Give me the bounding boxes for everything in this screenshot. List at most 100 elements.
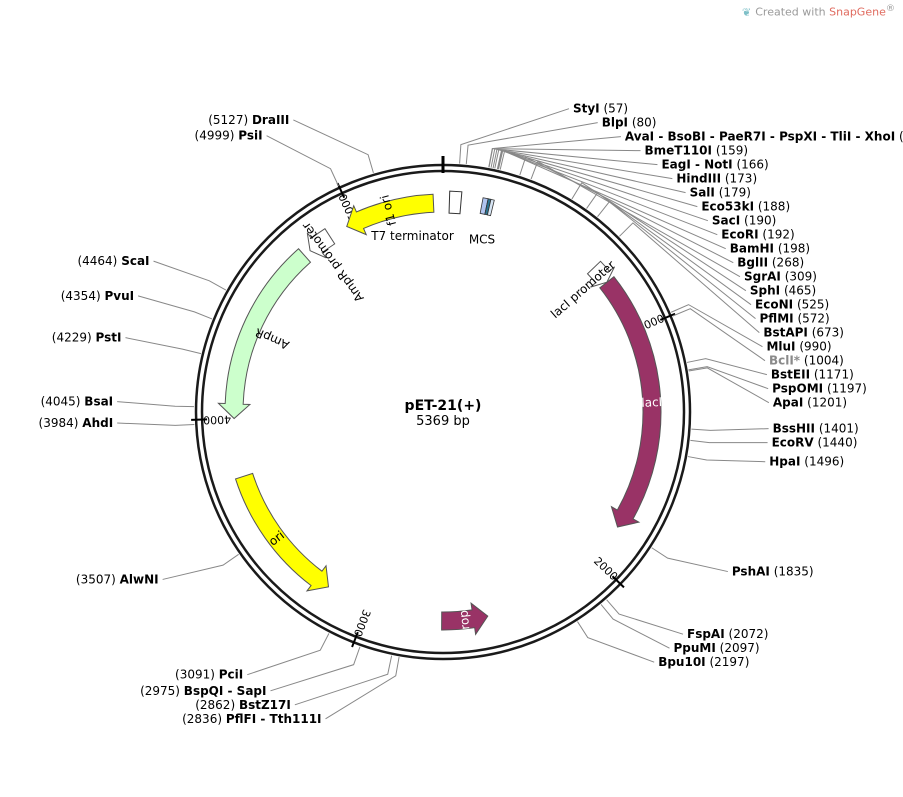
- site-pvui-leader: [137, 295, 213, 320]
- feature-rop-arrow[interactable]: [441, 602, 489, 636]
- site-ecori[interactable]: EcoRI (192): [497, 150, 795, 242]
- site-position: (2836): [182, 712, 222, 726]
- site-ecori-leader: [497, 150, 718, 236]
- site-psii-label: (4999) PsiI: [195, 129, 263, 143]
- site-bamhi[interactable]: BamHI (198): [499, 150, 810, 256]
- feature-ampr[interactable]: AmpR: [217, 248, 312, 420]
- site-bmet110i[interactable]: BmeT110I (159): [488, 144, 748, 168]
- site-bglii[interactable]: BglII (268): [519, 156, 804, 270]
- site-pshai[interactable]: PshAI (1835): [651, 547, 814, 579]
- site-hpai[interactable]: HpaI (1496): [687, 455, 844, 469]
- site-bsai[interactable]: (4045) BsaI: [41, 395, 195, 409]
- site-name: BstEII: [771, 368, 810, 382]
- site-name: PshAI: [732, 565, 770, 579]
- site-ppumi[interactable]: PpuMI (2097): [600, 604, 760, 655]
- feature-laci-label: lacI: [641, 395, 662, 410]
- site-position: (192): [762, 228, 794, 242]
- site-eagi-noti-label: EagI - NotI (166): [661, 158, 768, 172]
- site-bpu10i[interactable]: Bpu10I (2197): [577, 621, 749, 670]
- site-bglii-label: BglII (268): [737, 256, 804, 270]
- site-styi[interactable]: StyI (57): [459, 102, 629, 164]
- site-tth111i-label: (2836) PflFI - Tth111I: [182, 712, 321, 726]
- site-name: BspQI - SapI: [184, 684, 267, 698]
- site-bstapi[interactable]: BstAPI (673): [619, 222, 844, 340]
- feature-laci-arrow[interactable]: [599, 275, 662, 528]
- site-bpu10i-label: Bpu10I (2197): [658, 655, 749, 669]
- site-sphi[interactable]: SphI (465): [571, 182, 816, 298]
- site-ahdi[interactable]: (3984) AhdI: [39, 416, 195, 430]
- site-draiii[interactable]: (5127) DraIII: [208, 113, 374, 174]
- site-scai[interactable]: (4464) ScaI: [77, 254, 227, 291]
- feature-ori[interactable]: ori: [234, 472, 330, 592]
- site-apai[interactable]: ApaI (1201): [688, 367, 847, 410]
- site-psii[interactable]: (4999) PsiI: [195, 129, 339, 187]
- site-styi-label: StyI (57): [573, 102, 628, 116]
- site-name: Bpu10I: [658, 655, 705, 669]
- site-position: (673): [812, 326, 844, 340]
- site-mlui[interactable]: MluI (990): [670, 304, 832, 354]
- site-bstz17i[interactable]: (2862) BstZ17I: [195, 655, 393, 712]
- watermark-brand: SnapGene: [829, 5, 886, 19]
- site-bsteii[interactable]: BstEII (1171): [686, 358, 854, 382]
- site-psti-leader: [125, 337, 202, 355]
- feature-laci-promoter-arrow[interactable]: [586, 260, 615, 288]
- site-bsshii[interactable]: BssHII (1401): [691, 422, 859, 436]
- feature-t7-terminator[interactable]: T7 terminator: [370, 190, 463, 243]
- tick-label-4000: 4000: [203, 413, 231, 427]
- site-hindiii-label: HindIII (173): [676, 172, 757, 186]
- feature-t7-terminator-box[interactable]: [448, 190, 463, 215]
- site-psti[interactable]: (4229) PstI: [52, 331, 202, 355]
- site-position: (465): [784, 284, 816, 298]
- site-position: (188): [758, 200, 790, 214]
- feature-ori-arrow[interactable]: [234, 472, 330, 592]
- site-position: (57): [603, 102, 628, 116]
- feature-mcs[interactable]: MCS: [469, 197, 495, 247]
- feature-rop[interactable]: rop: [441, 602, 489, 636]
- site-position: (1201): [807, 396, 847, 410]
- site-bcli[interactable]: BclI* (1004): [672, 308, 844, 368]
- site-position: (1440): [817, 436, 857, 450]
- feature-f1-ori[interactable]: f1 ori: [346, 193, 435, 236]
- site-eco53ki[interactable]: Eco53kI (188): [496, 149, 790, 214]
- site-saci[interactable]: SacI (190): [497, 149, 776, 228]
- site-alwni[interactable]: (3507) AlwNI: [76, 553, 239, 586]
- feature-f1-ori-arrow[interactable]: [346, 193, 435, 236]
- site-fspai[interactable]: FspAI (2072): [606, 599, 769, 641]
- site-name: PspOMI: [772, 382, 823, 396]
- site-position: (3091): [175, 668, 215, 682]
- feature-ampr-promoter-arrow[interactable]: [306, 228, 336, 259]
- site-ecorv[interactable]: EcoRV (1440): [690, 436, 857, 450]
- site-name: BmeT110I: [645, 144, 713, 158]
- site-name: SalI: [690, 186, 715, 200]
- site-alwni-leader: [162, 553, 239, 580]
- site-pflmi[interactable]: PflMI (572): [597, 201, 830, 326]
- site-ahdi-label: (3984) AhdI: [39, 416, 114, 430]
- site-name: PsiI: [238, 129, 262, 143]
- site-bsai-leader: [117, 401, 195, 408]
- site-econi[interactable]: EcoNI (525): [586, 192, 830, 312]
- site-blpi[interactable]: BlpI (80): [465, 116, 656, 165]
- site-saci-label: SacI (190): [712, 214, 776, 228]
- site-eagi-noti[interactable]: EagI - NotI (166): [490, 148, 769, 172]
- site-position: (190): [744, 214, 776, 228]
- feature-ampr-arrow[interactable]: [217, 248, 312, 420]
- site-tth111i[interactable]: (2836) PflFI - Tth111I: [182, 657, 400, 726]
- site-sgrai[interactable]: SgrAI (309): [530, 160, 817, 284]
- site-position: (158): [899, 130, 903, 144]
- feature-laci[interactable]: lacI: [599, 275, 663, 528]
- site-hindiii[interactable]: HindIII (173): [492, 148, 757, 186]
- site-pvui[interactable]: (4354) PvuI: [61, 289, 213, 320]
- site-sali-leader: [494, 149, 686, 194]
- tick-2000: [611, 575, 625, 589]
- site-tth111i-leader: [325, 657, 400, 720]
- site-name: AlwNI: [120, 572, 159, 586]
- site-pspomi[interactable]: PspOMI (1197): [688, 366, 867, 396]
- site-name: ScaI: [121, 254, 149, 268]
- site-bspqi-sapi[interactable]: (2975) BspQI - SapI: [140, 646, 361, 698]
- site-pcii[interactable]: (3091) PciI: [175, 633, 330, 682]
- site-name: StyI: [573, 102, 600, 116]
- site-sali[interactable]: SalI (179): [494, 149, 751, 200]
- site-name: BglII: [737, 256, 768, 270]
- site-position: (572): [797, 312, 829, 326]
